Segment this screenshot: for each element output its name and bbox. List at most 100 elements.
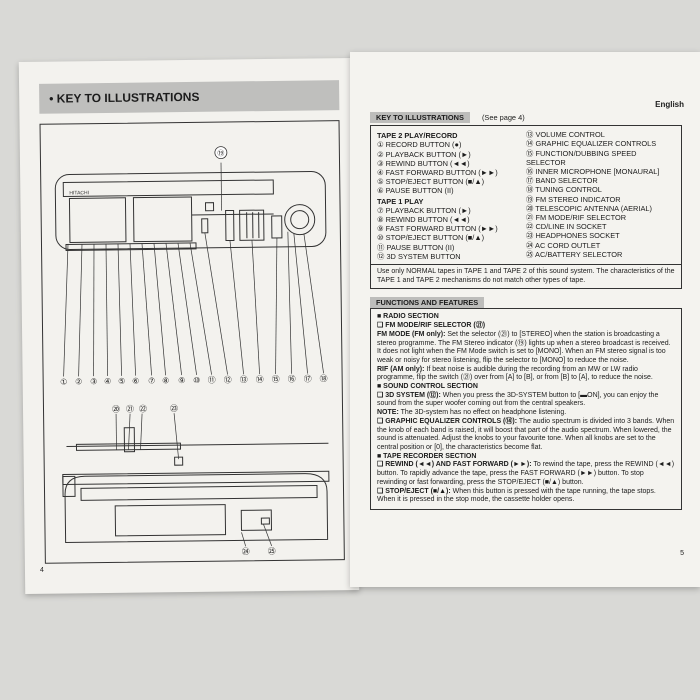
key-list-item: ㉑ FM MODE/RIF SELECTOR (526, 213, 627, 223)
function-heading: ■ RADIO SECTION (377, 313, 439, 321)
svg-text:⑮: ⑮ (272, 375, 280, 384)
key-section-title: KEY TO ILLUSTRATIONS (370, 112, 470, 124)
key-list-item: ⑦ PLAYBACK BUTTON (►) (377, 205, 471, 215)
svg-text:⑦: ⑦ (148, 376, 155, 385)
key-list-item: ⑯ INNER MICROPHONE [MONAURAL] (526, 167, 660, 177)
key-list-item: ⑲ FM STEREO INDICATOR (526, 194, 621, 204)
key-list-heading: TAPE 1 PLAY (377, 196, 424, 206)
function-paragraph: RIF (AM only): If beat noise is audible … (377, 366, 675, 383)
key-list-item: ⑧ REWIND BUTTON (◄◄) (377, 215, 470, 225)
key-list-item: ㉒ CD/LINE IN SOCKET (526, 222, 607, 232)
svg-text:⑳: ⑳ (112, 405, 120, 414)
svg-text:①: ① (60, 377, 67, 386)
function-label: ❑ 3D SYSTEM (⑫): (377, 391, 441, 399)
function-paragraph: NOTE: The 3D-system has no effect on hea… (377, 409, 675, 418)
left-page: • KEY TO ILLUSTRATIONS (18, 57, 360, 595)
right-page: English KEY TO ILLUSTRATIONS (See page 4… (350, 52, 700, 587)
function-paragraph: ❑ GRAPHIC EQUALIZER CONTROLS (⑭): The au… (377, 418, 675, 453)
key-list-heading: TAPE 2 PLAY/RECORD (377, 131, 458, 141)
bottom-callout-numbers: ⑳ ㉑ ㉒ ㉓ ㉔ ㉕ (112, 404, 276, 556)
key-list-item: ⑨ FAST FORWARD BUTTON (►►) (377, 224, 498, 234)
function-heading: ❑ FM MODE/RIF SELECTOR (㉑) (377, 322, 486, 330)
function-paragraph: FM MODE (FM only): Set the selector (㉑) … (377, 331, 675, 366)
function-text: If beat noise is audible during the reco… (377, 365, 653, 382)
function-text: The audio spectrum is divided into 3 ban… (377, 417, 675, 451)
svg-text:⑤: ⑤ (118, 377, 125, 386)
key-list-item: ⑱ TUNING CONTROL (526, 185, 602, 195)
rear-view-illustration (62, 427, 330, 544)
key-list-item: ⑬ VOLUME CONTROL (526, 130, 605, 140)
svg-text:㉒: ㉒ (139, 405, 147, 414)
open-booklet: • KEY TO ILLUSTRATIONS (10, 52, 700, 595)
svg-text:⑧: ⑧ (162, 376, 169, 385)
key-list-item: SELECTOR (526, 157, 566, 167)
key-list-item: ㉓ HEADPHONES SOCKET (526, 231, 620, 241)
key-list-item: ④ FAST FORWARD BUTTON (►►) (377, 168, 498, 178)
brand-label: HITACHI (69, 190, 89, 196)
svg-text:㉕: ㉕ (268, 547, 276, 556)
key-list-item: ⑫ 3D SYSTEM BUTTON (377, 251, 461, 261)
svg-text:⑲: ⑲ (217, 150, 224, 158)
svg-text:⑪: ⑪ (208, 376, 216, 385)
function-label: NOTE: (377, 409, 399, 417)
svg-text:⑭: ⑭ (256, 375, 264, 384)
left-page-number: 4 (39, 566, 44, 574)
functions-section-title: FUNCTIONS AND FEATURES (370, 297, 485, 309)
left-page-header: • KEY TO ILLUSTRATIONS (39, 80, 340, 114)
key-list-item: ⑭ GRAPHIC EQUALIZER CONTROLS (526, 139, 657, 149)
language-label: English (655, 100, 684, 109)
svg-text:③: ③ (90, 377, 97, 386)
function-text: When you press the 3D-SYSTEM button to [… (377, 391, 659, 408)
tape-note: Use only NORMAL tapes in TAPE 1 and TAPE… (370, 265, 682, 290)
function-text: To rewind the tape, press the REWIND (◄◄… (377, 461, 675, 486)
key-list-item: ⑥ PAUSE BUTTON (II) (377, 186, 454, 196)
function-paragraph: ❑ 3D SYSTEM (⑫): When you press the 3D-S… (377, 392, 675, 409)
svg-text:⑬: ⑬ (240, 375, 248, 384)
key-list-item: ⑰ BAND SELECTOR (526, 176, 598, 186)
key-list-item: ⑪ PAUSE BUTTON (II) (377, 242, 455, 252)
svg-text:⑱: ⑱ (320, 374, 328, 383)
illustration-frame: HITACHI (39, 120, 345, 564)
function-text: Set the selector (㉑) to [STEREO] when th… (377, 330, 671, 364)
front-view-illustration (54, 170, 327, 252)
function-paragraph: ❑ REWIND (◄◄) AND FAST FORWARD (►►): To … (377, 461, 675, 487)
key-list-item: ⑤ STOP/EJECT BUTTON (■/▲) (377, 177, 485, 187)
function-label: ❑ REWIND (◄◄) AND FAST FORWARD (►►): (377, 461, 532, 469)
key-list-item: ㉔ AC CORD OUTLET (526, 240, 601, 250)
svg-text:②: ② (75, 377, 82, 386)
function-text: The 3D-system has no effect on headphone… (398, 409, 567, 417)
svg-text:⑥: ⑥ (132, 377, 139, 386)
svg-text:㉔: ㉔ (242, 547, 250, 556)
svg-text:⑰: ⑰ (304, 375, 312, 384)
right-page-content: KEY TO ILLUSTRATIONS (See page 4) TAPE 2… (370, 112, 682, 510)
callout-19: ⑲ (214, 146, 228, 159)
svg-text:⑨: ⑨ (178, 376, 185, 385)
key-list-item: ㉕ AC/BATTERY SELECTOR (526, 249, 623, 259)
function-label: FM MODE (FM only): (377, 330, 446, 338)
functions-box: ■ RADIO SECTION❑ FM MODE/RIF SELECTOR (㉑… (370, 308, 682, 510)
function-paragraph: ❑ STOP/EJECT (■/▲): When this button is … (377, 488, 675, 505)
function-label: ❑ GRAPHIC EQUALIZER CONTROLS (⑭): (377, 417, 518, 425)
svg-text:㉓: ㉓ (170, 404, 178, 413)
key-list-item: ⑳ TELESCOPIC ANTENNA (AERIAL) (526, 203, 652, 213)
function-label: ❑ STOP/EJECT (■/▲): (377, 487, 451, 495)
function-label: RIF (AM only): (377, 365, 425, 373)
illustration: HITACHI (54, 146, 330, 556)
key-list-item: ② PLAYBACK BUTTON (►) (377, 149, 471, 159)
function-heading: ■ SOUND CONTROL SECTION (377, 383, 478, 391)
function-text: When this button is pressed with the tap… (377, 487, 656, 504)
key-list-item: ⑮ FUNCTION/DUBBING SPEED (526, 148, 637, 158)
see-page-ref: (See page 4) (481, 113, 525, 122)
right-page-number: 5 (680, 550, 684, 557)
key-list-item: ⑩ STOP/EJECT BUTTON (■/▲) (377, 233, 485, 243)
svg-text:⑯: ⑯ (288, 375, 296, 384)
svg-text:④: ④ (104, 377, 111, 386)
top-callout-numbers: ① ② ③ ④ ⑤ ⑥ ⑦ ⑧ ⑨ ⑩ ⑪ ⑫ ⑬ ⑭ ⑮ ⑯ ⑰ (60, 374, 328, 386)
key-list-item: ③ REWIND BUTTON (◄◄) (377, 158, 470, 168)
function-heading: ■ TAPE RECORDER SECTION (377, 452, 477, 460)
svg-text:⑫: ⑫ (224, 375, 232, 384)
svg-text:⑩: ⑩ (193, 376, 200, 385)
